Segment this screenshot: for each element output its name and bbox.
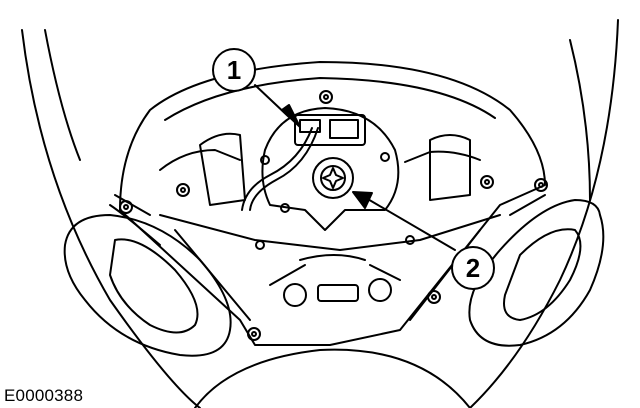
left-control-pad bbox=[63, 194, 232, 357]
center-bolt bbox=[312, 157, 354, 199]
wheel-hub bbox=[119, 61, 546, 346]
hub-screws bbox=[119, 90, 548, 341]
airbag-connector bbox=[241, 114, 366, 211]
wheel-rim bbox=[21, 19, 619, 408]
callout-1: 1 bbox=[212, 48, 256, 92]
callout-arrows bbox=[254, 84, 456, 251]
callout-1-label: 1 bbox=[227, 55, 241, 85]
callout-2-label: 2 bbox=[466, 253, 480, 283]
callout-2: 2 bbox=[451, 246, 495, 290]
lower-hub-features bbox=[255, 235, 415, 307]
figure-id-label: E0000388 bbox=[4, 386, 84, 405]
column-plate bbox=[260, 107, 400, 231]
right-control-pad bbox=[468, 194, 605, 347]
